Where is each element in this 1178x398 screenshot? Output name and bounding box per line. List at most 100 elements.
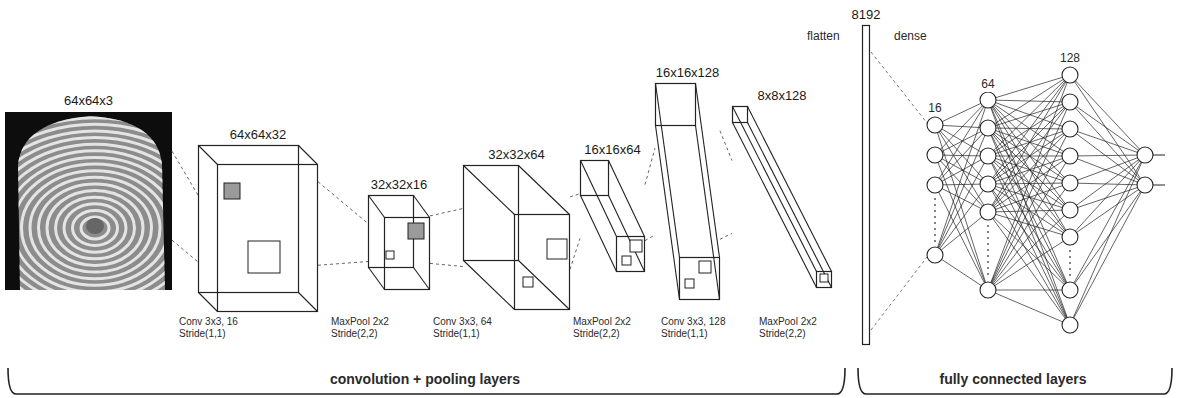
cuboid-edge (299, 146, 318, 165)
dense-connection (1070, 102, 1145, 155)
dense-connection (935, 125, 988, 212)
dense-connection (1070, 155, 1145, 183)
flatten-link-line (871, 52, 927, 123)
layer-size-label: 32x32x16 (371, 177, 427, 192)
cuboid-face (817, 272, 832, 288)
ellipsis-dots (934, 198, 935, 242)
node-outline (655, 83, 720, 300)
cuboid-edge (733, 123, 817, 288)
layer-width-label: 64 (980, 77, 995, 92)
dense-connection (988, 75, 1070, 128)
fingerprint-ridge (0, 118, 237, 339)
stage-label: dense (893, 29, 928, 44)
stage-label: flatten (806, 29, 841, 44)
fingerprint-ridge (64, 204, 126, 252)
layer-size-label: 8x8x128 (757, 88, 806, 103)
cuboid-edge (656, 126, 680, 300)
dense-connection (988, 102, 1070, 128)
fingerprint-ridge (13, 164, 177, 292)
fingerprint-ridge (56, 197, 135, 259)
dense-connection (935, 185, 988, 290)
flatten-bar (863, 26, 870, 345)
dense-connection (935, 255, 988, 290)
dense-connection (1070, 183, 1145, 185)
neuron (1062, 148, 1078, 164)
neuron (1062, 202, 1078, 218)
cuboid-edge (609, 161, 645, 237)
operation-label: MaxPool 2x2 Stride(2,2) (758, 316, 838, 340)
dense-connection (988, 290, 1070, 291)
dense-connection (988, 184, 1070, 325)
input-image: 64x64x3 (5, 112, 172, 290)
cuboid-face (199, 146, 299, 293)
fingerprint-ridge (0, 124, 228, 331)
output-line (1153, 155, 1165, 156)
fingerprint-ridge (0, 104, 254, 351)
kernel-window (408, 223, 424, 239)
cuboid-edge (464, 166, 515, 215)
dashed-connector (172, 240, 198, 262)
fingerprint-ridge (73, 210, 118, 245)
dense-connection (988, 128, 1070, 290)
output-line (1153, 185, 1165, 186)
fingerprint-ridge (47, 191, 143, 266)
node-outline (5, 112, 172, 290)
kernel-window (386, 251, 394, 259)
cuboid-edge (199, 146, 218, 165)
feature-map-cuboid: 16x16x128 (655, 83, 720, 300)
neuron (1062, 121, 1078, 137)
kernel-window (699, 261, 711, 273)
neuron (1062, 175, 1078, 191)
cuboid-edge (519, 261, 570, 310)
dense-connection (1070, 155, 1145, 325)
cuboid-face (369, 196, 414, 268)
dense-connection (988, 75, 1070, 290)
node-outline (463, 165, 570, 310)
node-outline (732, 106, 832, 288)
ellipsis-dots (987, 225, 988, 277)
neuron (927, 177, 943, 193)
dashed-connector (172, 151, 198, 195)
layer-size-label: 8192 (852, 7, 881, 22)
dense-connection (1070, 155, 1145, 237)
dense-connection (988, 210, 1070, 290)
bracket (8, 368, 845, 394)
operation-label: MaxPool 2x2 Stride(2,2) (572, 316, 652, 340)
fingerprint-ridge (30, 177, 160, 278)
cuboid-face (385, 218, 430, 290)
flatten-vector: 8192 (862, 25, 870, 345)
fingerprint-ridge (0, 151, 194, 305)
dense-connection (988, 183, 1070, 212)
flatten-link-line (871, 257, 927, 330)
dense-connection (935, 100, 988, 185)
neuron (1137, 147, 1153, 163)
cuboid-edge (414, 268, 430, 290)
dense-connection (988, 100, 1070, 325)
fingerprint-area (0, 91, 271, 365)
dense-connection (988, 156, 1070, 325)
neuron (1062, 282, 1078, 298)
dense-connection (1070, 155, 1145, 210)
layer-size-label: 64x64x32 (230, 127, 286, 142)
node-outline (198, 145, 318, 312)
operation-label: Conv 3x3, 16 Stride(1,1) (178, 316, 258, 340)
neuron (1137, 177, 1153, 193)
dense-connection (988, 183, 1070, 290)
cuboid-edge (748, 107, 832, 272)
cuboid-edge (733, 107, 817, 272)
dense-connection (935, 125, 988, 290)
dense-connection (935, 128, 988, 255)
feature-map-cuboid: 32x32x16 (368, 195, 430, 290)
dense-connection (935, 212, 988, 255)
dashed-connector (645, 235, 655, 241)
operation-label: Conv 3x3, 64 Stride(1,1) (432, 316, 512, 340)
kernel-window (685, 279, 694, 288)
dense-connection (988, 156, 1070, 290)
dashed-connector (318, 182, 368, 224)
dense-connection (1070, 75, 1145, 185)
feature-map-cuboid: 16x16x64 (580, 160, 645, 272)
fingerprint-ridges (0, 91, 271, 365)
section-label: fully connected layers (938, 371, 1087, 388)
fingerprint-ridge (0, 91, 271, 365)
neuron (980, 120, 996, 136)
